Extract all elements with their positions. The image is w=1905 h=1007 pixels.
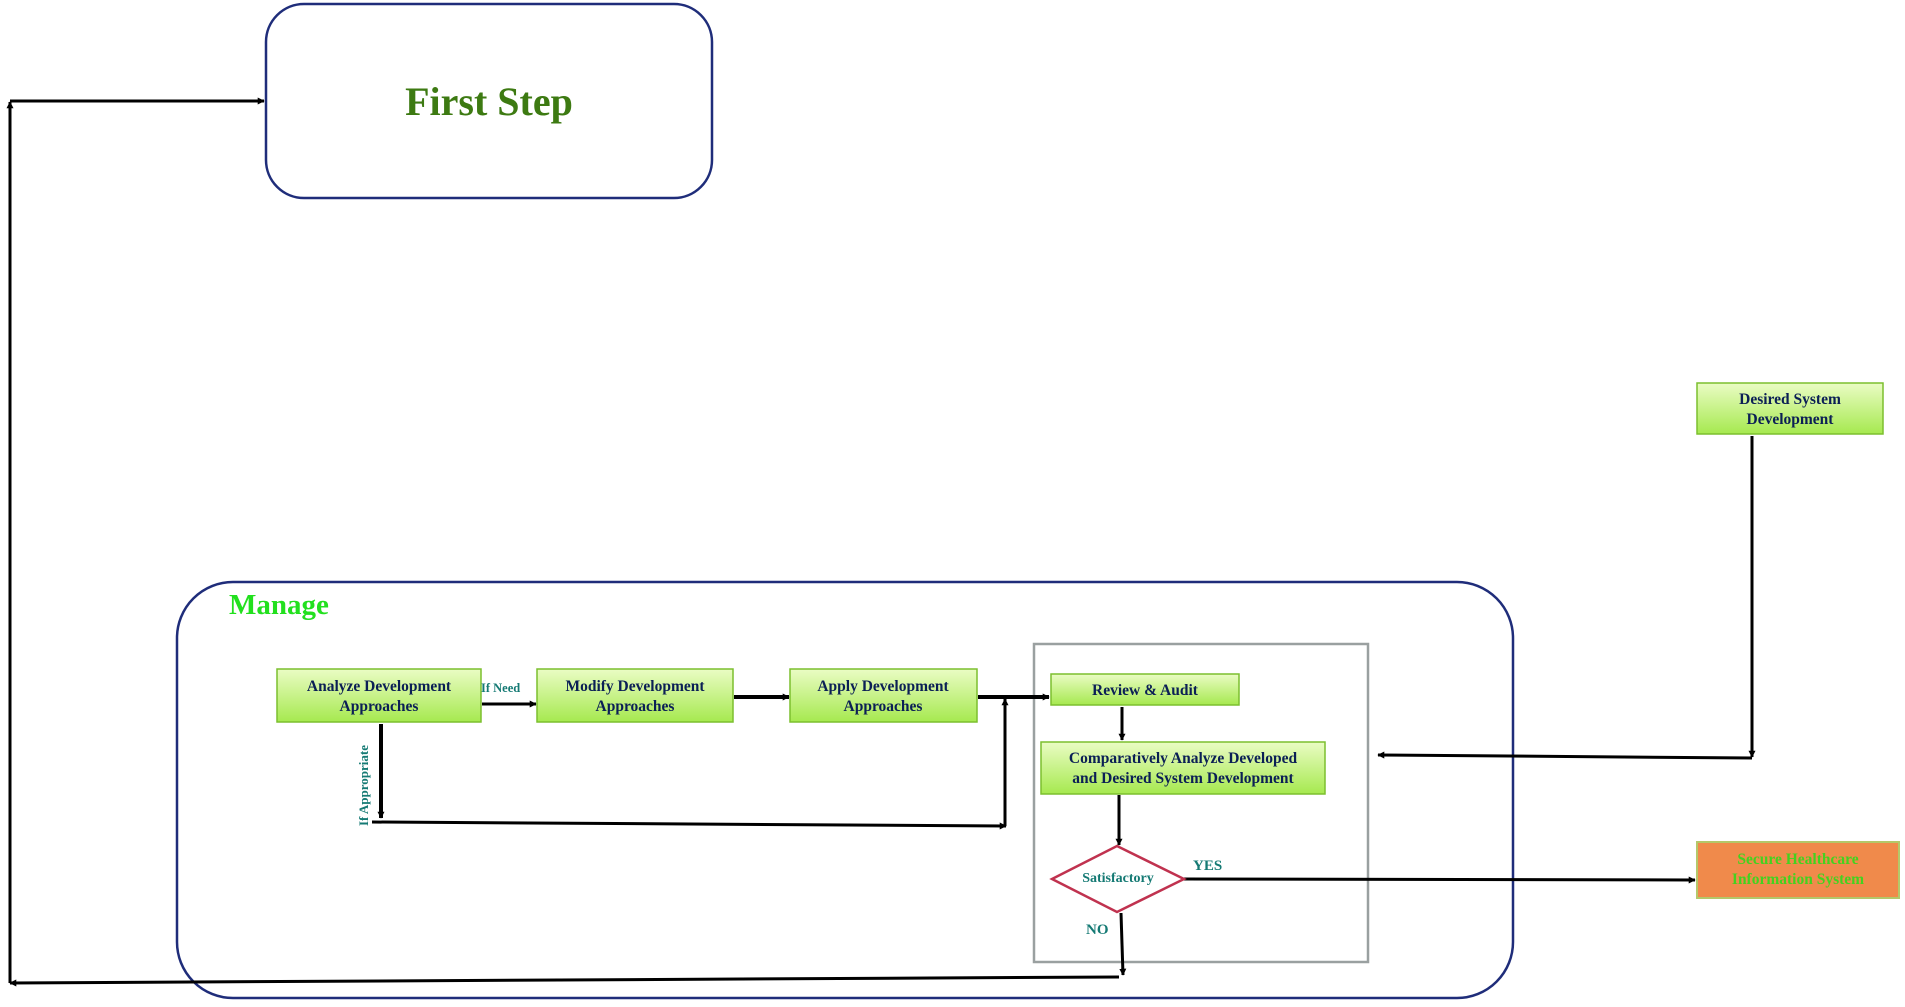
node-analyze: Analyze Development Approaches (276, 668, 482, 723)
node-modify: Modify Development Approaches (536, 668, 734, 723)
review-panel (1032, 642, 1370, 964)
edge-decision-yes (1183, 876, 1696, 884)
node-desired: Desired System Development (1696, 382, 1884, 435)
node-apply: Apply Development Approaches (789, 668, 978, 723)
edge-bypass (371, 820, 1007, 830)
node-modify-line2: Approaches (596, 698, 675, 715)
node-review-label: Review & Audit (1092, 682, 1199, 699)
node-analyze-line2: Approaches (340, 698, 419, 715)
node-secure: Secure Healthcare Information System (1696, 841, 1900, 899)
label-no: NO (1086, 922, 1109, 938)
node-desired-line1: Desired System (1739, 391, 1841, 408)
node-review: Review & Audit (1050, 673, 1240, 706)
node-modify-line1: Modify Development (565, 678, 705, 695)
label-if-appropriate: If Appropriate (356, 745, 371, 826)
node-compare: Comparatively Analyze Developed and Desi… (1040, 741, 1326, 795)
node-decision: Satisfactory (1049, 844, 1187, 914)
node-secure-line2: Information System (1732, 871, 1864, 888)
label-yes: YES (1193, 858, 1222, 874)
node-desired-line2: Development (1747, 411, 1835, 428)
label-if-need: If Need (481, 681, 520, 695)
edge-no-to-left (9, 975, 1120, 987)
manage-container (175, 580, 1515, 1000)
node-apply-line1: Apply Development (817, 678, 949, 695)
node-compare-line1: Comparatively Analyze Developed (1069, 750, 1298, 767)
node-decision-label: Satisfactory (1082, 871, 1154, 886)
node-apply-line2: Approaches (844, 698, 923, 715)
manage-label: Manage (229, 589, 329, 621)
first-step-box (264, 2, 714, 200)
edge-decision-no (1119, 912, 1127, 976)
node-secure-line1: Secure Healthcare (1737, 851, 1858, 868)
first-step-label: First Step (405, 79, 573, 124)
edge-desired-left (1377, 751, 1753, 760)
node-compare-line2: and Desired System Development (1072, 770, 1294, 787)
node-analyze-line1: Analyze Development (307, 678, 452, 695)
